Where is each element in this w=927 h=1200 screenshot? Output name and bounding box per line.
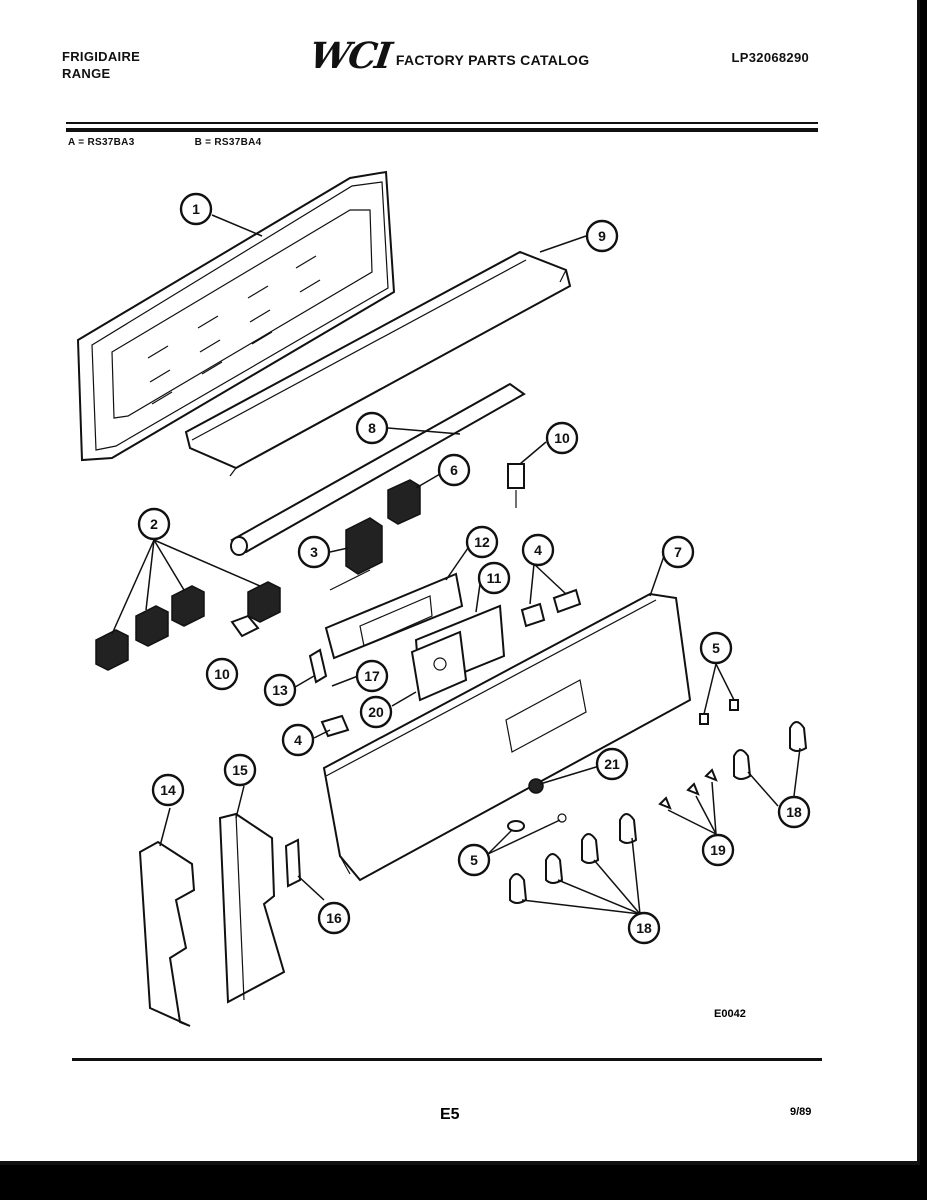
callout-11: 11: [477, 561, 511, 595]
callout-15: 15: [223, 753, 257, 787]
callout-19: 19: [701, 833, 735, 867]
svg-text:10: 10: [214, 666, 230, 682]
callout-20: 20: [359, 695, 393, 729]
leader-lines: [111, 214, 801, 915]
top-rule-thick: [66, 128, 818, 132]
callout-9: 9: [585, 219, 619, 253]
callout-16: 16: [317, 901, 351, 935]
svg-text:5: 5: [470, 852, 478, 868]
model-list: A = RS37BA3 B = RS37BA4: [68, 137, 262, 148]
callout-2: 2: [137, 507, 171, 541]
page-number: E5: [440, 1106, 460, 1123]
svg-text:1: 1: [192, 201, 200, 217]
part-3-switch: [329, 517, 383, 591]
bottom-rule: [72, 1058, 822, 1061]
part-6-switch: [387, 479, 421, 525]
part-19-inserts: [658, 768, 718, 810]
callout-4-lower: 4: [281, 723, 315, 757]
part-16-bracket: [284, 838, 302, 888]
callout-6: 6: [437, 453, 471, 487]
svg-text:17: 17: [364, 668, 380, 684]
svg-text:2: 2: [150, 516, 158, 532]
callout-12: 12: [465, 525, 499, 559]
svg-text:10: 10: [554, 430, 570, 446]
svg-text:14: 14: [160, 782, 176, 798]
callout-14: 14: [151, 773, 185, 807]
svg-text:16: 16: [326, 910, 342, 926]
model-b: B = RS37BA4: [194, 137, 262, 148]
svg-text:6: 6: [450, 462, 458, 478]
callout-18-bottom: 18: [627, 911, 661, 945]
part-13-lamp-socket: [308, 648, 328, 684]
part-5-bulbs: [507, 699, 739, 832]
svg-text:4: 4: [534, 542, 542, 558]
svg-text:5: 5: [712, 640, 720, 656]
callout-1: 1: [179, 192, 213, 226]
svg-text:4: 4: [294, 732, 302, 748]
part-2-infinite-switches: [95, 581, 281, 671]
catalog-page: FRIGIDAIRE RANGE WCI FACTORY PARTS CATAL…: [0, 0, 920, 1165]
revision-date: 9/89: [790, 1106, 812, 1118]
exploded-parts-diagram: 1 9 8 10 6 2 3 12 4 7 11 10 13 17 5 20 4…: [76, 170, 811, 1027]
callout-17: 17: [355, 659, 389, 693]
callout-5-upper: 5: [699, 631, 733, 665]
callout-3: 3: [297, 535, 331, 569]
svg-text:21: 21: [604, 756, 620, 772]
svg-text:13: 13: [272, 682, 288, 698]
brand-name: FRIGIDAIRE: [62, 49, 141, 64]
svg-text:18: 18: [636, 920, 652, 936]
part-14-insulation: [138, 840, 196, 1027]
svg-text:19: 19: [710, 842, 726, 858]
callout-18-right: 18: [777, 795, 811, 829]
part-number: LP32068290: [731, 50, 809, 65]
part-21-nut: [528, 778, 544, 794]
svg-text:11: 11: [487, 570, 502, 586]
callout-13: 13: [263, 673, 297, 707]
part-15-side-panel: [218, 812, 286, 1004]
svg-text:8: 8: [368, 420, 376, 436]
svg-text:7: 7: [674, 544, 682, 560]
callout-21: 21: [595, 747, 629, 781]
callout-8: 8: [355, 411, 389, 445]
diagram-code: E0042: [714, 1008, 746, 1020]
product-type: RANGE: [62, 66, 111, 81]
brand-block: FRIGIDAIRE RANGE: [62, 48, 140, 82]
model-a: A = RS37BA3: [68, 137, 135, 148]
part-1-backguard-glass: [76, 170, 396, 462]
part-12-bracket: [324, 572, 464, 660]
svg-text:12: 12: [474, 534, 490, 550]
svg-text:15: 15: [232, 762, 248, 778]
part-10-clip-lower: [230, 614, 260, 638]
svg-text:18: 18: [786, 804, 802, 820]
part-8-tube: [230, 382, 526, 556]
part-20-clock: [410, 630, 468, 702]
part-10-clip-upper: [507, 463, 525, 508]
callout-10-lower: 10: [205, 657, 239, 691]
top-rule: [66, 122, 818, 124]
callout-4-upper: 4: [521, 533, 555, 567]
svg-text:3: 3: [310, 544, 318, 560]
callout-7: 7: [661, 535, 695, 569]
svg-text:20: 20: [368, 704, 384, 720]
part-9-trim: [184, 250, 572, 477]
catalog-title: FACTORY PARTS CATALOG: [395, 52, 590, 68]
callout-10-upper: 10: [545, 421, 579, 455]
callout-5-lower: 5: [457, 843, 491, 877]
svg-text:9: 9: [598, 228, 606, 244]
catalog-heading: WCI FACTORY PARTS CATALOG: [307, 35, 590, 77]
